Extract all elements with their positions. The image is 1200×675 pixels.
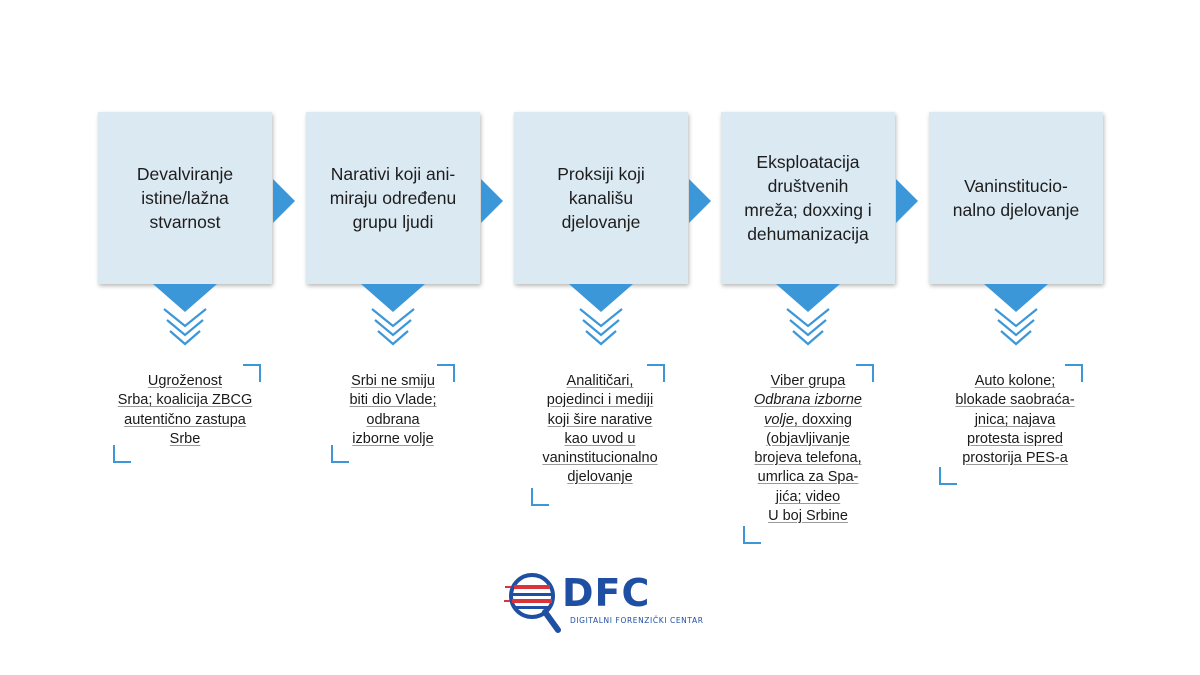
step-title-5: Vaninstitucio-nalno djelovanje <box>953 174 1080 222</box>
down-arrows-icon <box>153 284 217 354</box>
corner-bracket-bottom-left <box>331 445 349 463</box>
down-arrows-icon <box>984 284 1048 354</box>
title-line: dehumanizacija <box>747 224 869 245</box>
step-box-3: Proksiji koji kanališu djelovanje <box>514 112 688 284</box>
corner-bracket-top-right <box>647 364 665 382</box>
description-line: (objavljivanje <box>766 430 850 447</box>
corner-bracket-bottom-left <box>113 445 131 463</box>
down-arrows-icon <box>361 284 425 354</box>
title-line: Proksiji koji <box>557 163 645 184</box>
title-line: djelovanje <box>561 212 641 233</box>
description-line: izborne volje <box>352 430 434 447</box>
description-line: djelovanje <box>567 469 633 486</box>
description-line: biti dio Vlade; <box>349 392 437 409</box>
description-line: brojeva telefona, <box>754 450 862 467</box>
title-line: Eksploatacija <box>756 151 860 172</box>
step-box-1: Devalviranje istine/lažna stvarnost <box>98 112 272 284</box>
description-line: Analitičari, <box>566 373 634 389</box>
dfc-logo: DFC DIGITALNI FORENZIČKI CENTAR <box>504 572 704 638</box>
down-arrows-icon <box>569 284 633 354</box>
title-line: Devalviranje <box>136 163 234 184</box>
description-line: Odbrana izborne <box>753 392 862 409</box>
corner-bracket-bottom-left <box>743 526 761 544</box>
corner-bracket-bottom-left <box>939 467 957 485</box>
step-title-4: Eksploatacija društvenih mreža; doxxing i d… <box>744 150 871 247</box>
description-line: Auto kolone; <box>974 373 1056 389</box>
corner-bracket-top-right <box>437 364 455 382</box>
corner-bracket-bottom-left <box>531 488 549 506</box>
description-line: protesta ispred <box>967 430 1063 447</box>
description-line: U boj Srbine <box>768 507 848 524</box>
title-line: kanališu <box>568 187 634 208</box>
description-line: Srbi ne smiju <box>351 373 435 389</box>
step-title-2: Narativi koji ani-miraju određenu grupu l… <box>330 162 456 234</box>
description-line: autentično zastupa <box>124 411 246 428</box>
corner-bracket-top-right <box>856 364 874 382</box>
step-description-5: Auto kolone; blokade saobraća-jnica; naja… <box>945 372 1085 468</box>
step-title-1: Devalviranje istine/lažna stvarnost <box>137 162 233 234</box>
title-line: mreža; doxxing i <box>744 200 872 220</box>
description-line: jića; video <box>775 488 841 505</box>
magnifier-logo-icon <box>504 573 561 633</box>
description-line: jnica; najava <box>974 411 1056 428</box>
right-arrow-icon <box>689 179 711 223</box>
description-line: volje, doxxing <box>764 411 852 428</box>
step-box-4: Eksploatacija društvenih mreža; doxxing i d… <box>721 112 895 284</box>
step-description-3: Analitičari, pojedinci i mediji koji šire … <box>530 372 670 488</box>
down-arrows-icon <box>776 284 840 354</box>
title-line: Narativi koji ani- <box>330 163 456 184</box>
title-line: stvarnost <box>149 212 221 233</box>
logo-wordmark: DFC <box>562 571 651 615</box>
right-arrow-icon <box>273 179 295 223</box>
logo-subtitle: DIGITALNI FORENZIČKI CENTAR <box>570 616 704 625</box>
description-line: Srba; koalicija ZBCG <box>117 392 253 409</box>
description-line: umrlica za Spa- <box>757 469 859 486</box>
title-line: nalno djelovanje <box>952 200 1080 220</box>
description-line: vaninstitucionalno <box>542 450 658 467</box>
step-box-5: Vaninstitucio-nalno djelovanje <box>929 112 1103 284</box>
step-title-3: Proksiji koji kanališu djelovanje <box>557 162 645 234</box>
corner-bracket-top-right <box>1065 364 1083 382</box>
description-line: Srbe <box>169 430 201 447</box>
corner-bracket-top-right <box>243 364 261 382</box>
description-line: Ugroženost <box>147 373 223 389</box>
step-box-2: Narativi koji ani-miraju određenu grupu l… <box>306 112 480 284</box>
description-line: pojedinci i mediji <box>546 392 654 409</box>
title-line: miraju određenu <box>329 187 457 208</box>
right-arrow-icon <box>481 179 503 223</box>
title-line: Vaninstitucio- <box>964 175 1068 196</box>
title-line: istine/lažna <box>141 187 229 208</box>
description-line: Viber grupa <box>770 373 846 389</box>
step-description-2: Srbi ne smiju biti dio Vlade; odbrana izbor… <box>323 372 463 449</box>
description-line: blokade saobraća- <box>955 392 1075 409</box>
description-line: koji šire narative <box>547 411 653 428</box>
description-line: prostorija PES-a <box>962 450 1068 467</box>
title-line: društvenih <box>767 175 849 196</box>
description-line: odbrana <box>366 411 420 428</box>
right-arrow-icon <box>896 179 918 223</box>
title-line: grupu ljudi <box>352 212 434 233</box>
description-line: kao uvod u <box>564 430 636 447</box>
